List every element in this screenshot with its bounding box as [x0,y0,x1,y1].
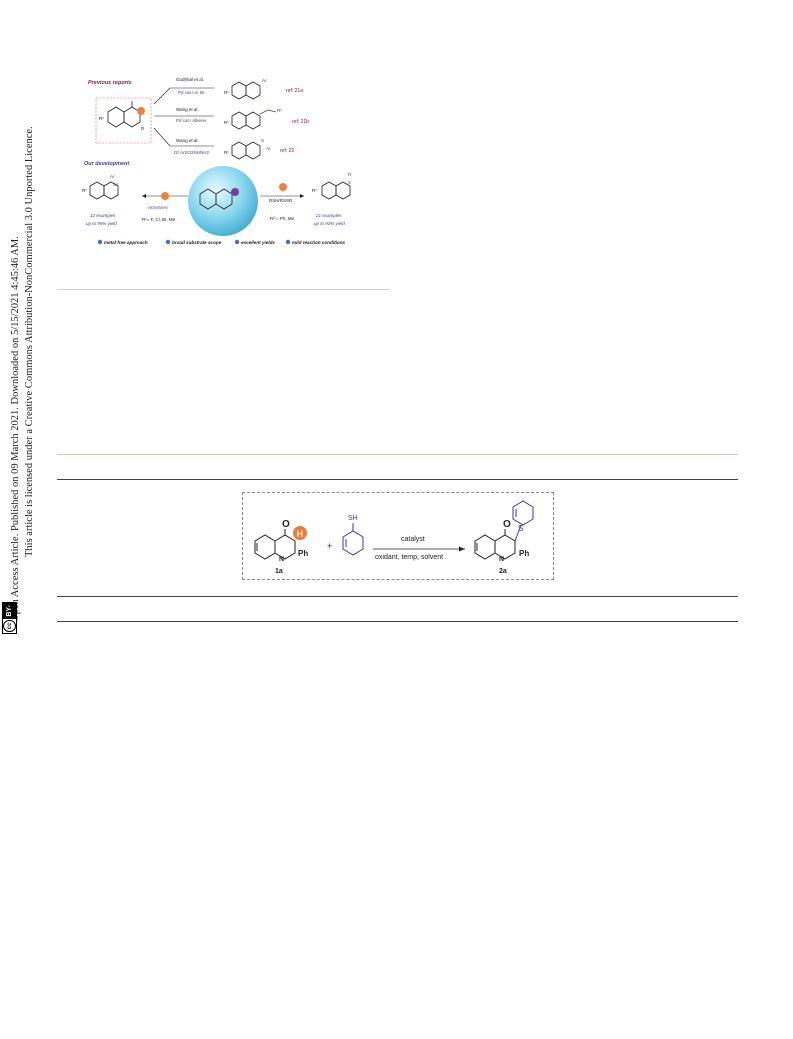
right-reagent: RSH/RSSR [269,198,293,203]
svg-text:Se: Se [113,182,119,187]
feature-3: excellent yields [241,240,275,245]
central-highlight [231,188,239,196]
route1-conditions: Pd cat./ Ar Br [178,90,205,95]
arrow-catalyst: catalyst [401,536,425,543]
route-arrows [153,87,214,147]
reaction-scheme-svg: O H N Ph 1a + SH catalyst oxidant, temp,… [254,500,534,575]
substrate-h-highlight [293,526,307,540]
table-top-rule [57,454,738,455]
route1-ref: ref: 21a [286,88,303,94]
svg-text:R¹: R¹ [224,150,229,155]
route3-ref: ref: 22 [280,148,294,154]
sidebar-line-1: Open Access Article. Published on 09 Mar… [10,236,21,622]
svg-text:S: S [348,180,351,185]
route3-author: Wang et al. [176,138,199,143]
cc-license-badge[interactable]: cc BY-NC [2,602,26,634]
cc-badge-label: BY-NC [3,603,26,619]
product-phenyl-ring [512,500,534,526]
route2-ref: ref: 21b [292,119,309,125]
thiophenol-sh-label: SH [348,515,358,522]
left-substituents: R¹= F, Cl, Br, Me [142,217,176,222]
svg-text:R¹: R¹ [99,116,104,121]
feature-2: broad substrate scope [172,240,222,245]
route-products [231,81,261,160]
publication-sidebar: Open Access Article. Published on 09 Mar… [0,0,44,680]
left-reagent: ArSeSeAr [148,205,169,210]
route3-conditions: I2/ ArSO2NHNH2 [174,150,210,155]
right-yield: up to 93% yield [314,221,345,226]
svg-text:R¹: R¹ [82,188,87,193]
starting-material-structure [107,101,141,128]
our-development-heading: Our development [84,161,130,167]
svg-text:R¹: R¹ [224,90,229,95]
left-yield: up to 95% yield [86,221,117,226]
thiophenol-structure [342,523,364,556]
reaction-scheme: O H N Ph 1a + SH catalyst oxidant, temp,… [242,492,554,580]
svg-text:R: R [348,172,352,177]
graphical-abstract-svg: Previous reports Our development R¹ R Gu… [82,77,352,245]
substrate-o-label: O [282,519,290,530]
table-subheader-rule [57,596,738,597]
svg-text:R²: R² [277,108,282,113]
arrow-conditions: oxidant, temp, solvent [375,554,443,561]
svg-text:R: R [141,126,145,131]
plus-sign: + [327,541,332,551]
substrate-n-label: N [279,556,284,563]
feature-1: metal free approach [104,240,148,245]
route1-author: Gudhhal et al. [176,77,204,82]
figure-separator [57,289,390,290]
product-ph-label: Ph [519,549,529,558]
svg-text:Ar: Ar [110,174,115,179]
previous-reports-heading: Previous reports [88,80,132,86]
right-substituents: R² = Ph, Me [270,216,295,221]
route2-conditions: Pd cat./ Alkene [176,118,207,123]
feature-list: metal free approach broad substrate scop… [97,239,346,245]
cc-icon: cc [3,619,16,632]
svg-text:R¹: R¹ [224,120,229,125]
table-bottom-rule [57,621,738,622]
svg-text:R¹: R¹ [312,188,317,193]
substrate-ph-label: Ph [298,549,308,558]
product-o-label: O [503,519,511,530]
svg-text:Ar: Ar [262,78,267,83]
route2-author: Wang et al. [176,107,199,112]
sidebar-line-2: This article is licensed under a Creativ… [24,126,35,557]
substrate-1a-structure [254,529,296,560]
product-s-label: S [518,524,523,533]
product-2a-structure [474,529,516,560]
central-sphere [188,166,258,236]
svg-text:S: S [261,138,264,143]
product-n-label: N [499,556,504,563]
left-examples: 12 examples [90,213,116,218]
substrate-h-label: H [297,529,304,539]
svg-text:Ar: Ar [266,146,271,151]
right-examples: 21 examples [315,213,342,218]
starting-material-box [95,97,152,144]
compound-2a-label: 2a [499,568,507,575]
table-header-rule [57,479,738,480]
graphical-abstract-figure: Previous reports Our development R¹ R Gu… [80,70,372,252]
central-structure [199,188,233,210]
feature-4: mild reaction conditions [292,240,346,245]
compound-1a-label: 1a [275,568,283,575]
c-h-highlight [137,107,145,115]
